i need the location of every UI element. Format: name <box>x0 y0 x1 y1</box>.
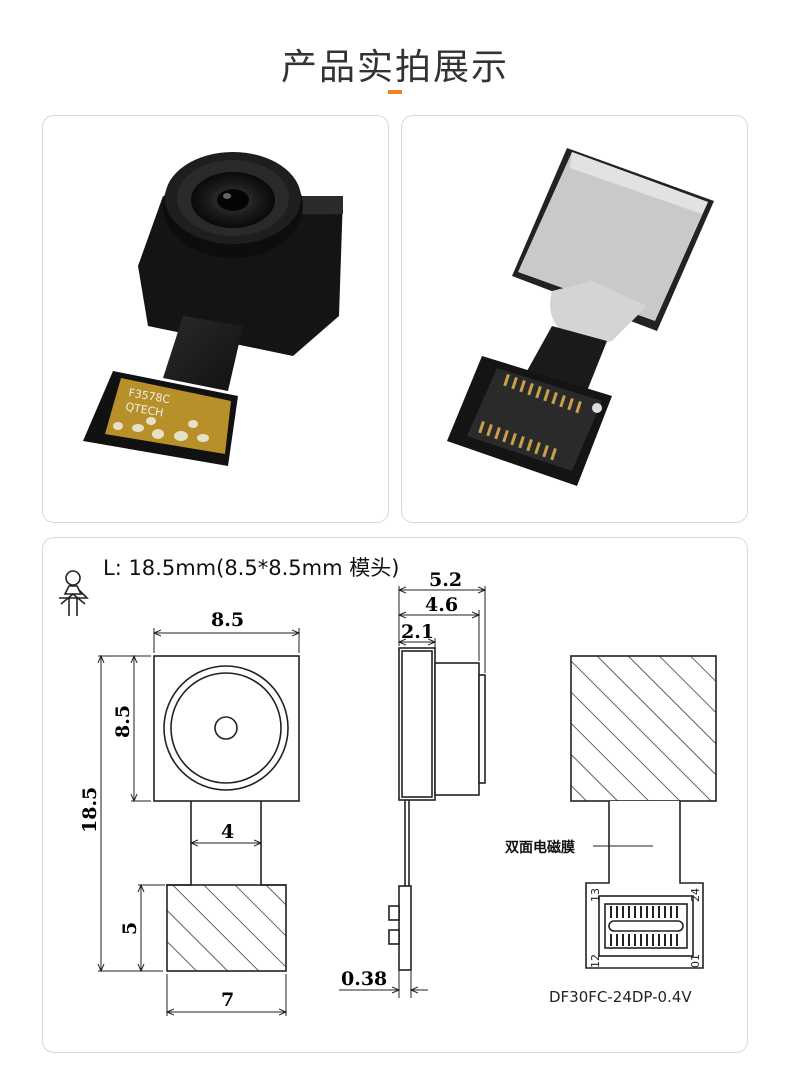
child-icon <box>59 570 89 616</box>
photo-card-front: F3578C QTECH <box>42 115 389 523</box>
side-view <box>388 647 486 971</box>
dimension-drawing: 8.5 8.5 18.5 4 5 7 <box>59 569 717 1016</box>
page-title: 产品实拍展示 <box>280 47 509 88</box>
title-underline <box>388 90 402 94</box>
pin-01-label: 01 <box>689 954 702 968</box>
dim-module-height: 8.5 <box>112 705 134 738</box>
pin-13-label: 13 <box>589 888 602 902</box>
camera-back-photo <box>447 148 714 486</box>
film-label: 双面电磁膜 <box>505 839 575 856</box>
dim-flex-thickness: 0.38 <box>341 968 387 990</box>
connector-model-label: DF30FC-24DP-0.4V <box>549 988 692 1006</box>
dim-flex-width: 4 <box>221 821 234 843</box>
photo-card-back <box>401 115 748 523</box>
connector-pins <box>610 906 678 946</box>
front-view <box>153 655 300 972</box>
dim-total-length: 18.5 <box>79 787 101 833</box>
dim-side-body: 4.6 <box>425 594 458 616</box>
dimension-drawing-card: L: 18.5mm(8.5*8.5mm 模头) <box>42 537 748 1053</box>
spec-label: L: 18.5mm(8.5*8.5mm 模头) <box>103 556 400 580</box>
camera-front-photo: F3578C QTECH <box>83 152 343 466</box>
pin-12-label: 12 <box>589 954 602 968</box>
dim-top-width: 8.5 <box>211 609 244 631</box>
dim-connector-width: 7 <box>221 989 234 1011</box>
dim-side-lens: 2.1 <box>401 621 434 643</box>
dim-side-total: 5.2 <box>429 569 462 591</box>
pin-24-label: 24 <box>689 888 702 902</box>
dim-connector-height: 5 <box>119 922 141 935</box>
back-view <box>570 655 717 969</box>
